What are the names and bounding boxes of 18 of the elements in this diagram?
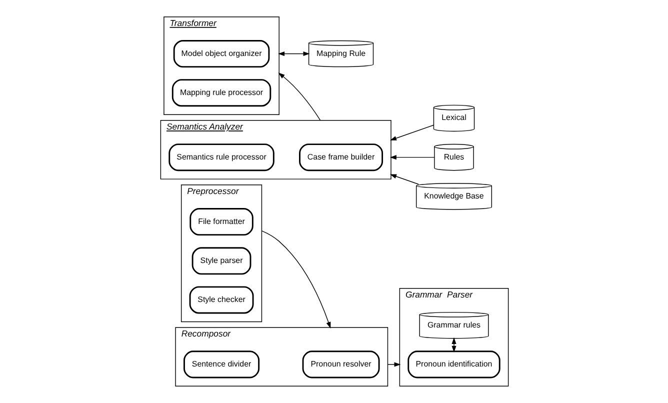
node-box: Sentence divider [183,350,260,378]
node-box: Case frame builder [298,144,383,172]
node-box: Pronoun identification [407,350,500,378]
node-box: Model object organizer [172,40,270,68]
arrow [260,230,330,329]
arrow [278,72,320,121]
arrow [389,155,434,160]
arrow [389,174,418,185]
arrow [389,124,434,140]
arrow [278,51,310,56]
node-box: Semantics rule processor [168,144,274,172]
arrow [386,362,400,367]
node-box: Mapping rule processor [171,79,271,107]
arrow [451,337,456,352]
node-box: Style checker [188,286,254,314]
node-box: Style parser [191,247,251,275]
node-box: Pronoun resolver [302,350,380,378]
node-box: File formatter [189,208,253,236]
